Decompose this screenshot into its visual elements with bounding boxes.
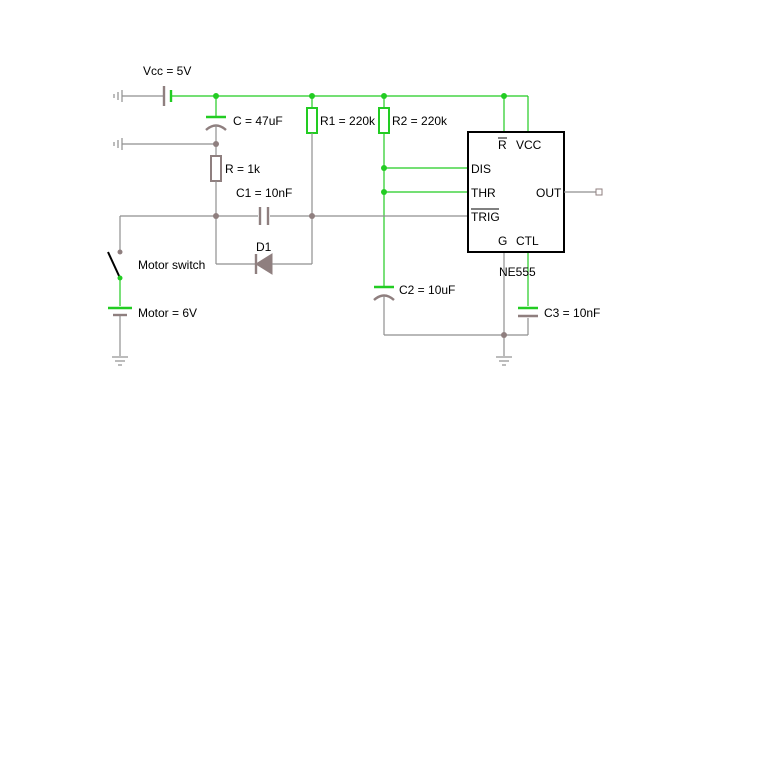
resistor-r2-220k[interactable] — [378, 107, 390, 134]
pin-vcc-label: VCC — [516, 138, 542, 152]
vcc-label: Vcc = 5V — [143, 64, 191, 78]
resistor-r2-label: R2 = 220k — [392, 114, 448, 128]
capacitor-c3-label: C3 = 10nF — [544, 306, 600, 320]
resistor-r1-label: R1 = 220k — [320, 114, 376, 128]
capacitor-c3-10nf[interactable] — [518, 306, 538, 318]
resistor-r-label: R = 1k — [225, 162, 261, 176]
pin-ctl-label: CTL — [516, 234, 539, 248]
pin-gnd-label: G — [498, 234, 507, 248]
diode-d1-label: D1 — [256, 240, 272, 254]
pin-thr-label: THR — [471, 186, 496, 200]
pin-trig-label: TRIG — [471, 210, 500, 224]
ground-symbol-mid-left — [113, 138, 216, 150]
ground-symbol-top-left — [113, 90, 163, 102]
junction-dots — [213, 93, 507, 338]
capacitor-c1-label: C1 = 10nF — [236, 186, 292, 200]
resistor-r1-220k[interactable] — [306, 107, 318, 134]
resistor-r-1k[interactable] — [210, 155, 222, 182]
chip-name-label: NE555 — [499, 265, 536, 279]
ground-symbol-motor — [112, 356, 128, 366]
pin-dis-label: DIS — [471, 162, 491, 176]
capacitor-c2-10uf[interactable] — [373, 285, 395, 301]
motor-switch[interactable] — [107, 251, 121, 279]
capacitor-c-label: C = 47uF — [233, 114, 283, 128]
motor-switch-label: Motor switch — [138, 258, 205, 272]
ground-symbol-chip — [496, 356, 512, 366]
pin-reset-label: R — [498, 138, 507, 152]
motor-battery[interactable] — [108, 306, 132, 317]
capacitor-c1-10nf[interactable] — [258, 207, 270, 225]
pin-out-label: OUT — [536, 186, 562, 200]
diode-d1[interactable] — [254, 253, 273, 275]
output-terminal[interactable] — [595, 188, 603, 196]
motor-label: Motor = 6V — [138, 306, 197, 320]
vcc-battery[interactable] — [162, 86, 173, 106]
capacitor-c2-label: C2 = 10uF — [399, 283, 455, 297]
